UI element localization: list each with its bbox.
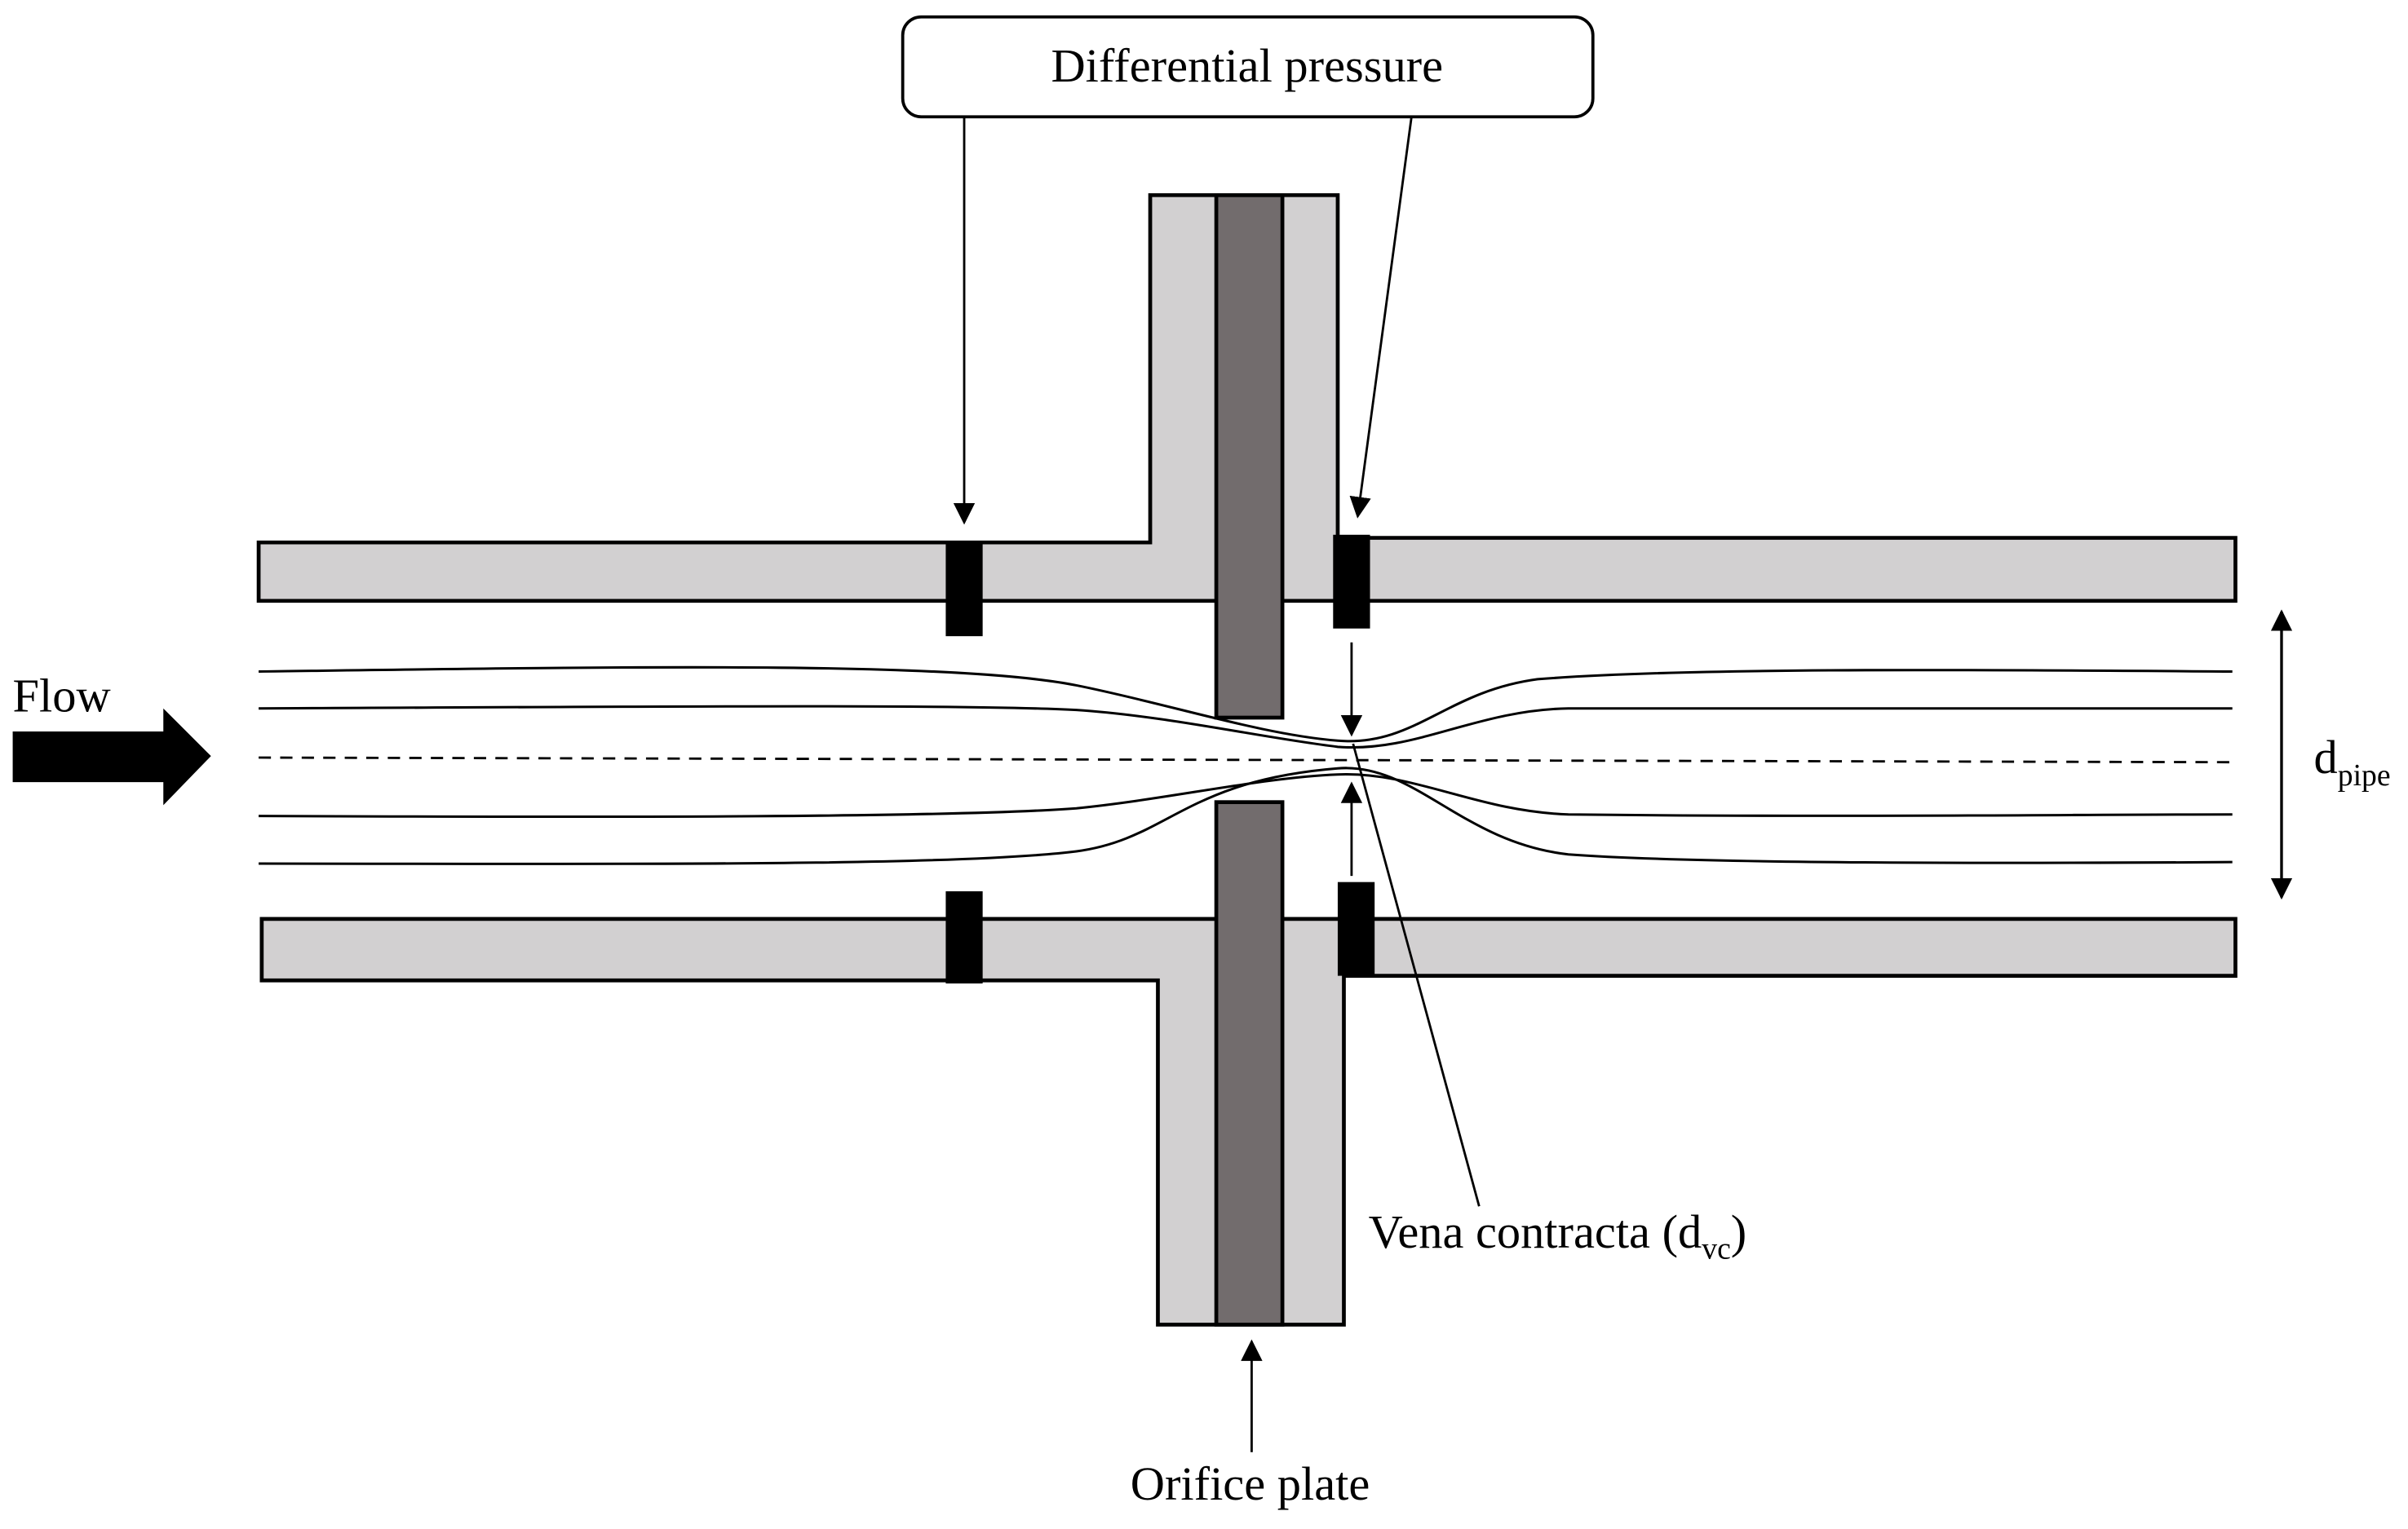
pipe-centerline [259,756,2233,764]
flow-label: Flow [13,669,111,722]
streamline-3 [259,773,2233,819]
downstream-upper-pressure-tap [1333,534,1370,629]
differential-pressure-box [901,15,1595,119]
vena-contracta-label: Vena contracta (dvc) [1369,1205,1747,1266]
upstream-lower-pressure-tap [945,890,983,984]
vena-contracta-leader [1352,743,1481,1207]
streamline-4 [259,767,2233,865]
downstream-tap-pointer [1349,117,1413,519]
orifice-plate-upper [1214,192,1285,720]
streamline-2 [259,705,2233,749]
pipe-diameter-text: d [2314,731,2338,784]
orifice-plate-label: Orifice plate [1131,1457,1370,1510]
flow-arrow [12,708,211,806]
streamlines [259,665,2233,865]
orifice-plate-lower [1214,800,1285,1327]
streamline-1 [259,665,2233,743]
vena-contracta-subscript: vc [1702,1231,1731,1266]
differential-pressure-label: Differential pressure [1051,39,1443,92]
upstream-upper-pressure-tap [945,544,983,637]
pipe-diameter-label: dpipe [2314,731,2391,793]
vena-contracta-close: ) [1731,1205,1746,1258]
vena-contracta-text: Vena contracta (d [1369,1205,1702,1258]
pipe-diameter-subscript: pipe [2338,758,2391,793]
downstream-lower-pressure-tap [1337,882,1375,976]
